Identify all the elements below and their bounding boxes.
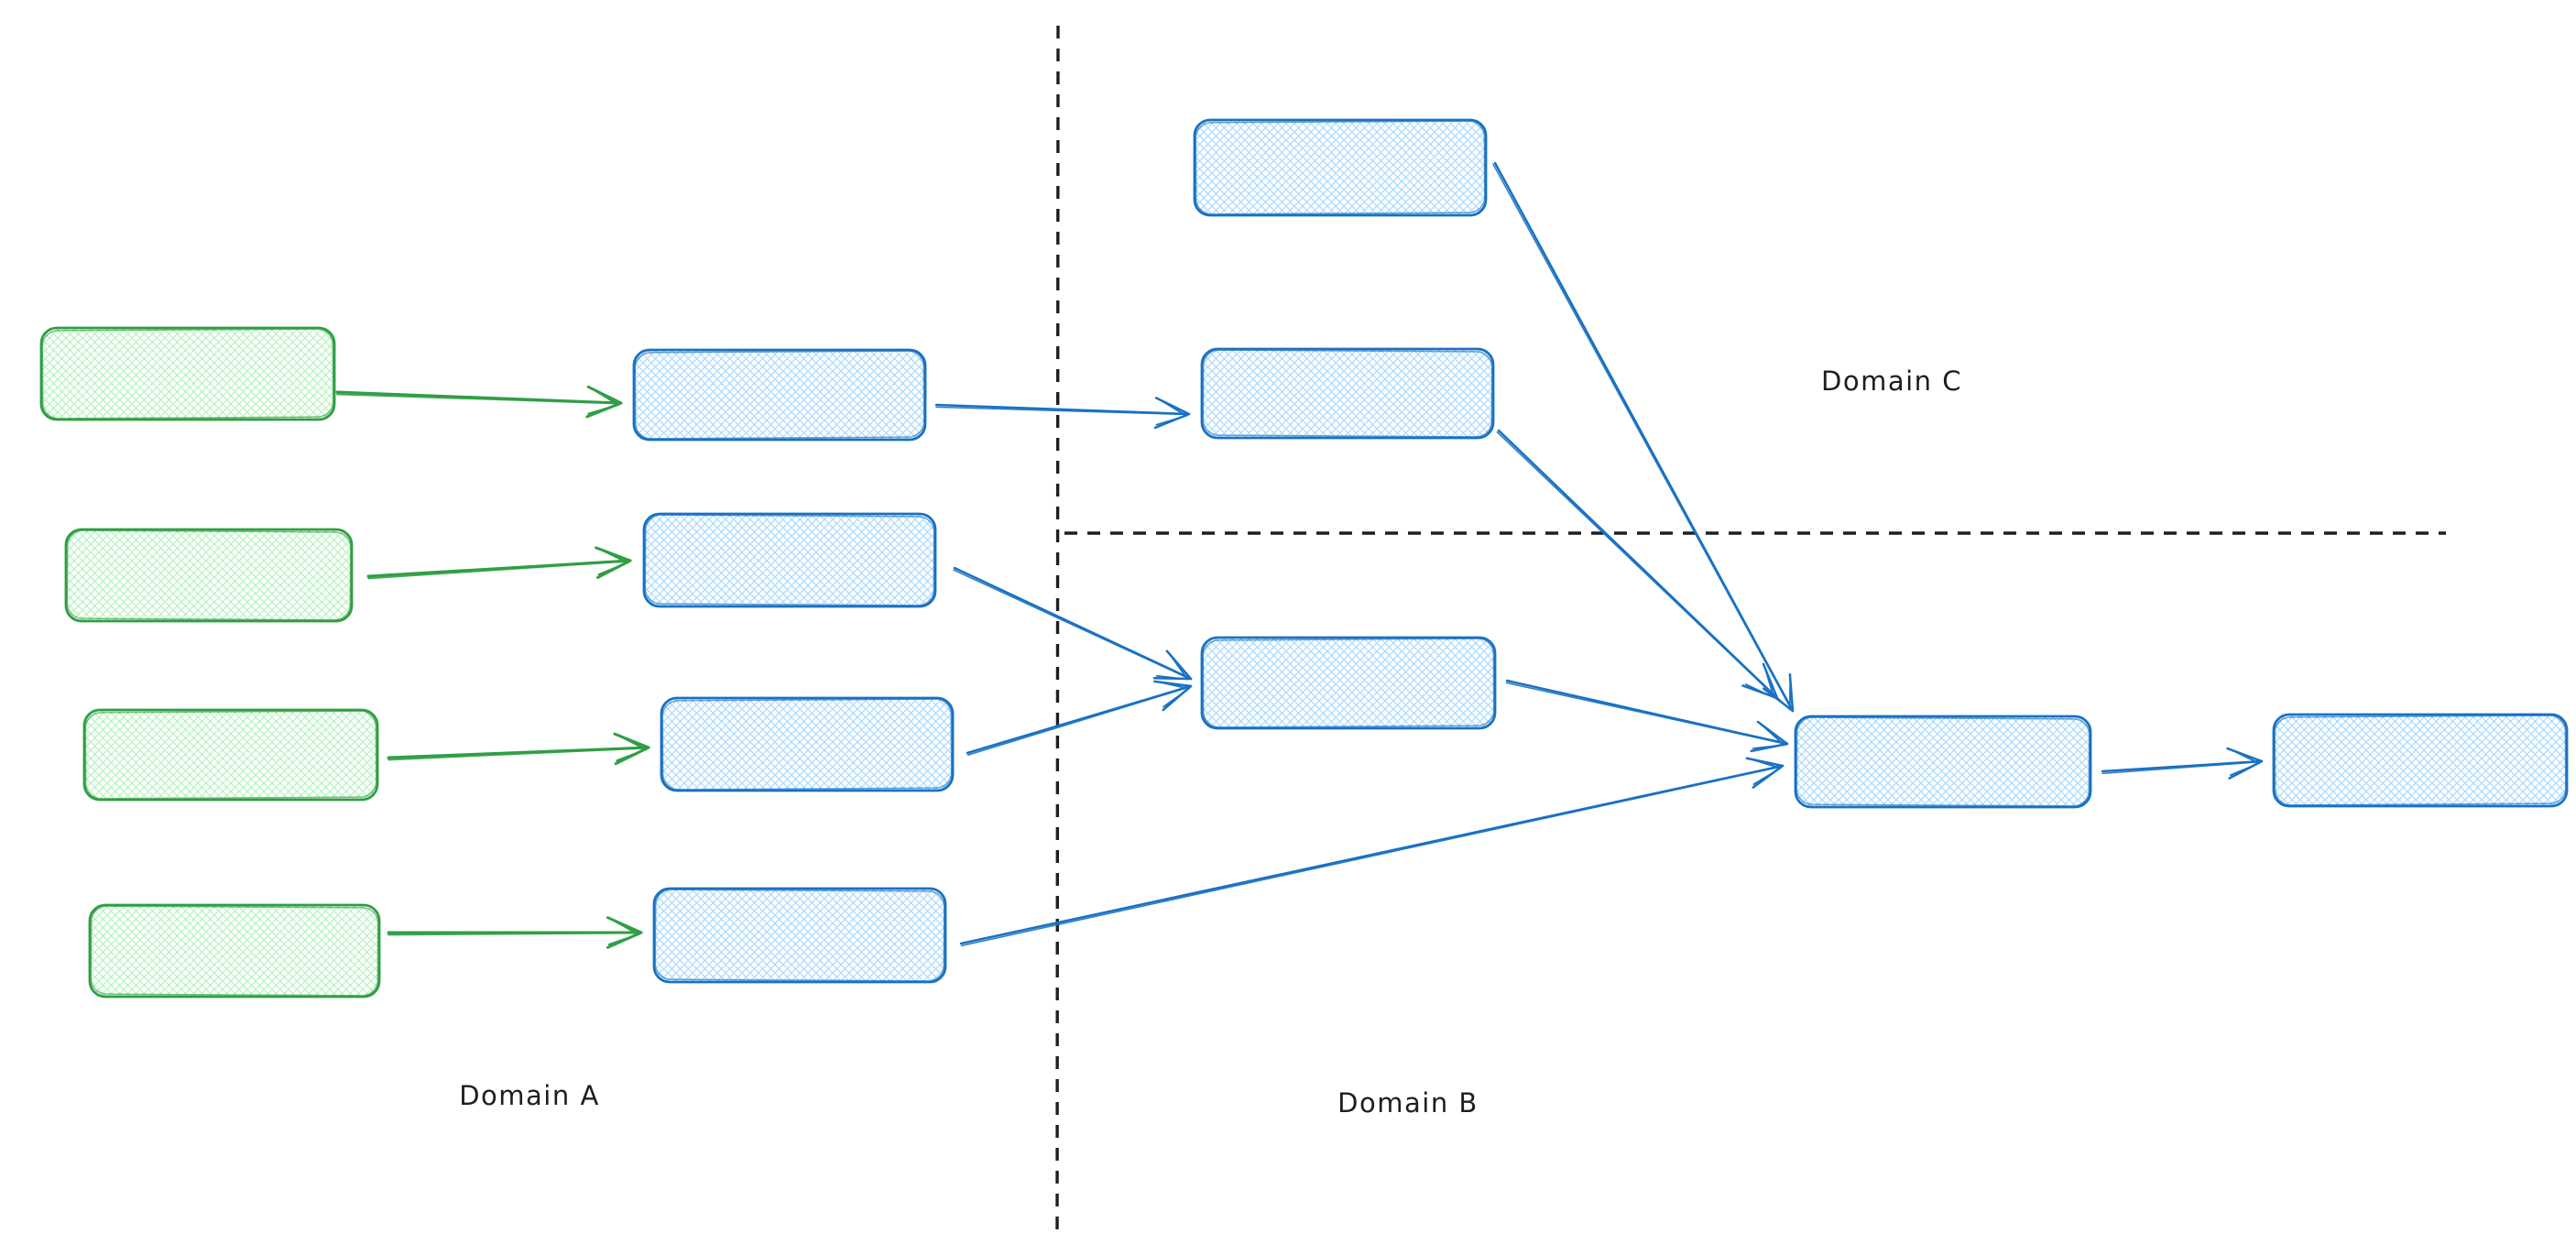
edge-domainb-input-merge-arrowhead — [1752, 723, 1785, 749]
domain-a-source-box-3[interactable] — [82, 708, 379, 802]
edge-domainc-mid-merge-arrowhead — [1744, 666, 1775, 699]
edge-target4-domainb-merge-arrowhead — [1750, 758, 1782, 786]
domain-a-target-box-1[interactable] — [632, 348, 927, 442]
domain-a-source-box-1-shape — [39, 326, 336, 421]
domain-a-target-box-2-shape — [642, 512, 937, 608]
domain-a-target-box-3[interactable] — [660, 696, 955, 792]
edge-source2-target2[interactable] — [366, 546, 632, 580]
domain-b-output-box[interactable] — [2272, 713, 2569, 808]
edge-domainc-top-merge-shaft-sketch — [1492, 163, 1791, 707]
domain-b-output-box-shape — [2272, 713, 2569, 808]
domain-b-input-box-shape — [1200, 636, 1497, 730]
edge-merge-output-shaft — [2101, 759, 2264, 773]
edge-source4-target4-shaft-sketch — [387, 932, 637, 936]
domain-a-target-box-3-shape — [660, 696, 955, 792]
edge-merge-output-shaft-sketch — [2101, 761, 2257, 775]
edge-target1-domainc-mid[interactable] — [934, 397, 1191, 430]
domain-a-source-box-2-shape — [64, 528, 354, 623]
domain-b-input-box[interactable] — [1200, 636, 1497, 730]
edge-source3-target3[interactable] — [387, 732, 650, 766]
edge-target2-domainb-input-shaft — [953, 566, 1193, 681]
domain-b-input-box-sketch-overlay — [1202, 638, 1495, 728]
domain-a-source-box-2-sketch-overlay — [66, 529, 352, 621]
domain-a-target-box-4-sketch-overlay — [654, 889, 945, 982]
edge-domainb-input-merge-shaft-sketch — [1505, 682, 1783, 745]
domain-c-box-mid[interactable] — [1200, 347, 1495, 440]
domain-c-box-mid-shape — [1200, 347, 1495, 440]
edge-source1-target1-shaft-sketch — [335, 393, 617, 405]
domain-a-source-box-3-sketch-overlay — [84, 710, 377, 800]
domain-c-box-top[interactable] — [1193, 118, 1488, 217]
domain-a-target-box-2[interactable] — [642, 512, 937, 608]
domain-b-merge-box-shape — [1794, 715, 2092, 809]
domain-a-target-box-1-shape — [632, 348, 927, 442]
domain-a-target-box-3-sketch-overlay — [661, 698, 953, 791]
edge-target3-domainb-input[interactable] — [966, 680, 1193, 757]
edge-source3-target3-shaft-sketch — [387, 747, 644, 761]
vertical-domain-divider[interactable] — [1055, 25, 1060, 1235]
edge-domainb-input-merge[interactable] — [1505, 679, 1789, 753]
edge-target3-domainb-input-shaft-sketch — [966, 687, 1187, 757]
edge-merge-output-arrowhead — [2229, 748, 2261, 777]
domain-a-source-box-4-shape — [88, 903, 381, 999]
edge-domainc-mid-merge[interactable] — [1496, 429, 1779, 700]
edge-target4-domainb-merge-shaft — [959, 764, 1785, 945]
edge-source1-target1-arrowhead — [587, 387, 619, 415]
edge-source1-target1[interactable] — [335, 385, 623, 419]
edge-source4-target4[interactable] — [387, 916, 643, 949]
domain-a-source-box-4[interactable] — [88, 903, 381, 999]
edge-domainb-input-merge-shaft — [1505, 679, 1789, 746]
edge-target1-domainc-mid-shaft — [934, 403, 1191, 416]
edge-source3-target3-arrowhead — [616, 734, 648, 762]
domain-a-target-box-4[interactable] — [652, 887, 947, 984]
domain-a-source-box-1[interactable] — [39, 326, 336, 421]
domain-b-output-box-sketch-overlay — [2274, 715, 2567, 806]
edge-domainc-mid-merge-shaft — [1497, 429, 1779, 700]
edge-target2-domainb-input-arrowhead — [1155, 653, 1189, 681]
edge-source4-target4-arrowhead — [607, 918, 640, 946]
domain-b-merge-box[interactable] — [1794, 715, 2092, 809]
edge-target1-domainc-mid-shaft-sketch — [935, 406, 1184, 416]
domain-a-target-box-1-sketch-overlay — [634, 350, 925, 440]
domain-b-label[interactable]: Domain B — [1337, 1087, 1479, 1119]
domain-c-box-mid-sketch-overlay — [1202, 349, 1493, 438]
edge-target1-domainc-mid-arrowhead — [1155, 398, 1187, 426]
edge-domainc-top-merge[interactable] — [1492, 161, 1795, 713]
domain-b-merge-box-sketch-overlay — [1796, 716, 2090, 807]
domain-a-label[interactable]: Domain A — [459, 1080, 600, 1111]
edge-target3-domainb-input-arrowhead — [1157, 681, 1190, 708]
domain-a-target-box-2-sketch-overlay — [644, 514, 935, 606]
domain-a-target-box-4-shape — [652, 887, 947, 984]
edge-target4-domainb-merge[interactable] — [959, 757, 1785, 947]
edge-source2-target2-shaft-sketch — [367, 561, 626, 580]
edge-domainc-top-merge-shaft — [1493, 161, 1795, 713]
domain-c-box-top-shape — [1193, 118, 1488, 217]
domain-a-source-box-2[interactable] — [64, 528, 354, 623]
edge-target2-domainb-input-shaft-sketch — [953, 569, 1187, 678]
edge-source2-target2-arrowhead — [597, 548, 629, 576]
edge-target2-domainb-input[interactable] — [953, 566, 1193, 681]
domain-c-box-top-sketch-overlay — [1195, 120, 1486, 215]
domain-a-source-box-4-sketch-overlay — [90, 905, 379, 997]
edge-merge-output[interactable] — [2101, 747, 2264, 780]
edge-domainc-mid-merge-shaft-sketch — [1496, 431, 1774, 696]
domain-c-label[interactable]: Domain C — [1821, 366, 1962, 397]
edge-target3-domainb-input-shaft — [966, 684, 1193, 755]
domain-a-source-box-3-shape — [82, 708, 379, 802]
domain-a-source-box-1-sketch-overlay — [41, 328, 334, 420]
edge-target4-domainb-merge-shaft-sketch — [960, 767, 1779, 947]
